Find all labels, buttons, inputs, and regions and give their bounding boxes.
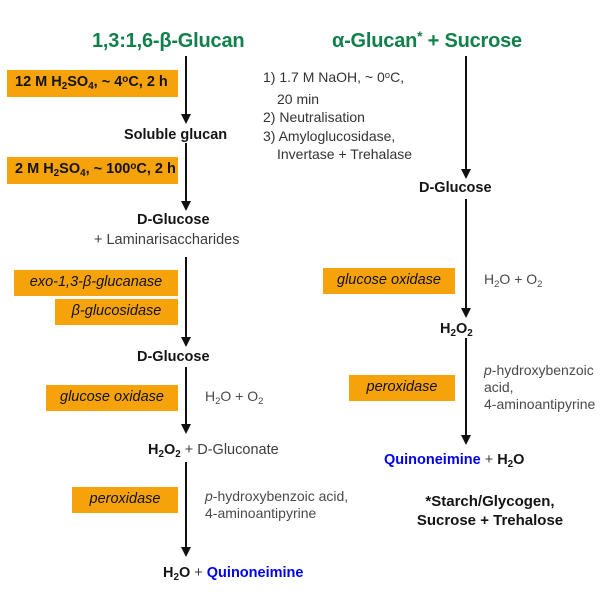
node-h2o-quinoneimine: H2O + Quinoneimine — [163, 565, 304, 583]
enzyme-chip-beta-glucosidase: β-glucosidase — [55, 299, 178, 325]
node-h2o2-gluconate: H2O2 + D-Gluconate — [148, 442, 279, 460]
left-branch-title: 1,3:1,6-β-Glucan — [92, 30, 245, 52]
enzyme-chip-glucose-oxidase-right: glucose oxidase — [323, 268, 455, 294]
cofactor-phba-left: p-hydroxybenzoic acid,4-aminoantipyrine — [205, 488, 349, 521]
step-2: 2) Neutralisation — [263, 109, 365, 125]
step-3-cont: Invertase + Trehalase — [277, 146, 413, 162]
node-h2o2-right: H2O2 — [440, 321, 473, 339]
enzyme-chip-glucose-oxidase-left: glucose oxidase — [46, 385, 178, 411]
node-soluble-glucan: Soluble glucan — [124, 127, 228, 143]
reagent-chip-2m-h2so4: 2 M H2SO4, ~ 100oC, 2 h — [7, 157, 178, 184]
right-branch-title: α-Glucan* + Sucrose — [332, 29, 522, 52]
enzyme-chip-exo-glucanase: exo-1,3-β-glucanase — [14, 270, 178, 296]
step-1: 1) 1.7 M NaOH, ~ 0oC, — [263, 69, 405, 85]
reagent-chip-12m-h2so4: 12 M H2SO4, ~ 4oC, 2 h — [7, 70, 178, 97]
node-d-glucose-left-1: D-Glucose — [137, 212, 210, 228]
right-branch-step-list: 1) 1.7 M NaOH, ~ 0oC, 20 min 2) Neutrali… — [263, 68, 412, 164]
node-quinoneimine-h2o: Quinoneimine + H2O — [384, 452, 525, 470]
node-laminarisaccharides: + Laminarisaccharides — [94, 232, 240, 248]
cofactor-h2o-o2-right: H2O + O2 — [484, 271, 543, 290]
enzyme-chip-peroxidase-left: peroxidase — [72, 487, 178, 513]
footnote-line-1: *Starch/Glycogen, — [425, 493, 555, 510]
cofactor-h2o-o2-left: H2O + O2 — [205, 388, 264, 407]
step-3: 3) Amyloglucosidase, — [263, 127, 396, 144]
footnote-line-2: Sucrose + Trehalose — [416, 512, 564, 529]
node-d-glucose-right: D-Glucose — [419, 180, 492, 196]
node-d-glucose-left-2: D-Glucose — [137, 349, 210, 365]
enzyme-chip-peroxidase-right: peroxidase — [349, 375, 455, 401]
footnote-starch-glycogen: *Starch/Glycogen, Sucrose + Trehalose — [380, 492, 600, 530]
step-1-cont: 20 min — [277, 90, 320, 107]
